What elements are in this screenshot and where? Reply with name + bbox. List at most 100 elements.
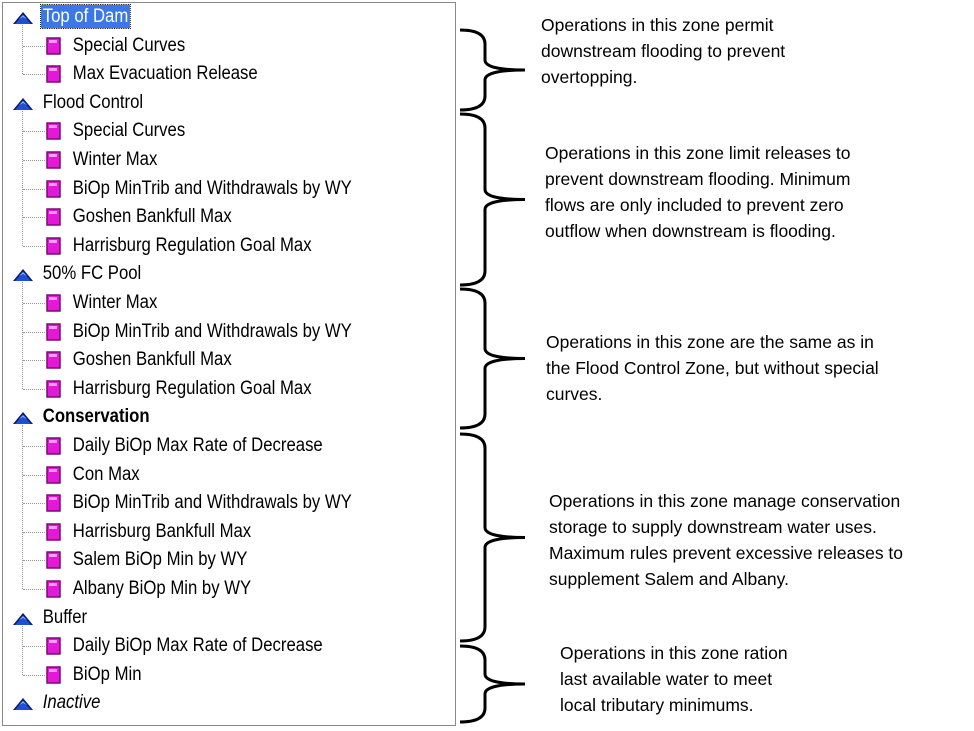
- zone-label: Flood Control: [42, 91, 144, 113]
- rule-item[interactable]: BiOp Min: [3, 661, 455, 689]
- zone-icon: [13, 97, 33, 110]
- zone-annotation: Operations in this zone limit releases t…: [545, 143, 851, 241]
- rule-label: Max Evacuation Release: [72, 63, 258, 85]
- tree-branch-line: [22, 110, 23, 246]
- rule-label: BiOp MinTrib and Withdrawals by WY: [72, 177, 352, 199]
- rule-icon: [46, 465, 61, 484]
- rule-icon: [46, 36, 61, 55]
- rule-item[interactable]: Harrisburg Regulation Goal Max: [3, 232, 455, 260]
- rule-label: BiOp Min: [72, 663, 142, 685]
- rule-item[interactable]: Goshen Bankfull Max: [3, 346, 455, 374]
- zone-item[interactable]: Conservation: [3, 403, 455, 431]
- rule-item[interactable]: Special Curves: [3, 117, 455, 145]
- rule-label: Goshen Bankfull Max: [72, 206, 232, 228]
- rule-label: Daily BiOp Max Rate of Decrease: [72, 435, 323, 456]
- tree-connector: [23, 674, 45, 676]
- zone-icon: [13, 12, 33, 24]
- rule-item[interactable]: Albany BiOp Min by WY: [3, 575, 455, 603]
- rule-label: Winter Max: [72, 149, 158, 170]
- zone-rule-tree[interactable]: Top of Dam Special Curves Max Evacuation…: [2, 2, 456, 726]
- rule-item[interactable]: Special Curves: [3, 32, 455, 60]
- tree-branch-line: [22, 425, 23, 589]
- rule-label: Winter Max: [72, 292, 158, 313]
- rule-icon: [46, 65, 61, 83]
- tree-branch-line: [22, 25, 23, 75]
- rule-icon: [46, 122, 61, 141]
- zone-label: Conservation: [42, 406, 150, 428]
- zone-item[interactable]: 50% FC Pool: [3, 260, 455, 288]
- zone-brace: [459, 28, 526, 112]
- tree-connector: [23, 503, 45, 505]
- zone-icon: [13, 612, 33, 625]
- rule-label: Special Curves: [72, 34, 186, 56]
- rule-label: Harrisburg Regulation Goal Max: [72, 377, 312, 399]
- rule-label: Daily BiOp Max Rate of Decrease: [72, 635, 323, 657]
- tree-connector: [23, 331, 45, 333]
- rule-label: BiOp MinTrib and Withdrawals by WY: [72, 320, 352, 342]
- tree-connector: [23, 160, 45, 161]
- zone-label: Top of Dam: [40, 4, 131, 29]
- rule-item[interactable]: Winter Max: [3, 289, 455, 317]
- tree-connector: [23, 245, 45, 247]
- rule-item[interactable]: Con Max: [3, 461, 455, 489]
- rule-label: Albany BiOp Min by WY: [72, 578, 252, 599]
- zone-annotation: Operations in this zone ration last avai…: [560, 643, 788, 715]
- tree-connector: [23, 188, 45, 190]
- tree-branch-line: [22, 625, 23, 675]
- rule-label: Harrisburg Regulation Goal Max: [72, 234, 312, 256]
- rule-item[interactable]: Winter Max: [3, 146, 455, 174]
- zone-label: Buffer: [42, 606, 88, 628]
- rule-item[interactable]: BiOp MinTrib and Withdrawals by WY: [3, 489, 455, 517]
- tree-connector: [23, 45, 45, 47]
- rule-icon: [46, 179, 61, 198]
- rule-item[interactable]: Harrisburg Bankfull Max: [3, 518, 455, 546]
- rule-icon: [46, 637, 61, 655]
- tree-connector: [23, 531, 45, 533]
- zone-annotation: Operations in this zone are the same as …: [546, 332, 879, 404]
- zone-brace: [459, 432, 526, 643]
- rule-item[interactable]: Daily BiOp Max Rate of Decrease: [3, 432, 455, 460]
- tree-connector: [23, 589, 45, 590]
- rule-label: Con Max: [72, 463, 140, 485]
- tree-connector: [23, 646, 45, 648]
- rule-item[interactable]: BiOp MinTrib and Withdrawals by WY: [3, 318, 455, 346]
- zone-brace: [459, 112, 526, 287]
- zone-annotation: Operations in this zone manage conservat…: [549, 491, 904, 589]
- zone-annotation: Operations in this zone permit downstrea…: [541, 15, 786, 87]
- zone-label: 50% FC Pool: [42, 263, 142, 285]
- zone-item[interactable]: Inactive: [3, 689, 455, 717]
- rule-item[interactable]: Goshen Bankfull Max: [3, 203, 455, 231]
- rule-icon: [46, 208, 61, 226]
- zone-item[interactable]: Top of Dam: [3, 3, 455, 31]
- rule-icon: [46, 523, 61, 541]
- tree-connector: [23, 446, 45, 447]
- rule-item[interactable]: BiOp MinTrib and Withdrawals by WY: [3, 175, 455, 203]
- rule-icon: [46, 551, 61, 570]
- rule-icon: [46, 580, 61, 598]
- rule-icon: [46, 666, 61, 684]
- rule-icon: [46, 151, 61, 169]
- rule-item[interactable]: Max Evacuation Release: [3, 60, 455, 88]
- tree-connector: [23, 560, 45, 562]
- tree-branch-line: [22, 282, 23, 389]
- zone-label: Inactive: [42, 692, 101, 714]
- rule-item[interactable]: Daily BiOp Max Rate of Decrease: [3, 632, 455, 660]
- rule-label: Special Curves: [72, 120, 186, 142]
- tree-connector: [23, 131, 45, 133]
- rule-icon: [46, 237, 61, 255]
- rule-label: Goshen Bankfull Max: [72, 349, 232, 371]
- zone-brace: [459, 287, 526, 430]
- zone-icon: [13, 269, 33, 282]
- tree-connector: [23, 388, 45, 390]
- rule-label: BiOp MinTrib and Withdrawals by WY: [72, 492, 352, 514]
- rule-label: Salem BiOp Min by WY: [72, 549, 248, 571]
- rule-label: Harrisburg Bankfull Max: [72, 520, 252, 542]
- rule-item[interactable]: Salem BiOp Min by WY: [3, 546, 455, 574]
- zone-item[interactable]: Flood Control: [3, 89, 455, 117]
- zone-icon: [13, 698, 33, 711]
- zone-item[interactable]: Buffer: [3, 604, 455, 632]
- zone-icon: [13, 412, 33, 425]
- rule-item[interactable]: Harrisburg Regulation Goal Max: [3, 375, 455, 403]
- tree-connector: [23, 474, 45, 476]
- tree-connector: [23, 74, 45, 76]
